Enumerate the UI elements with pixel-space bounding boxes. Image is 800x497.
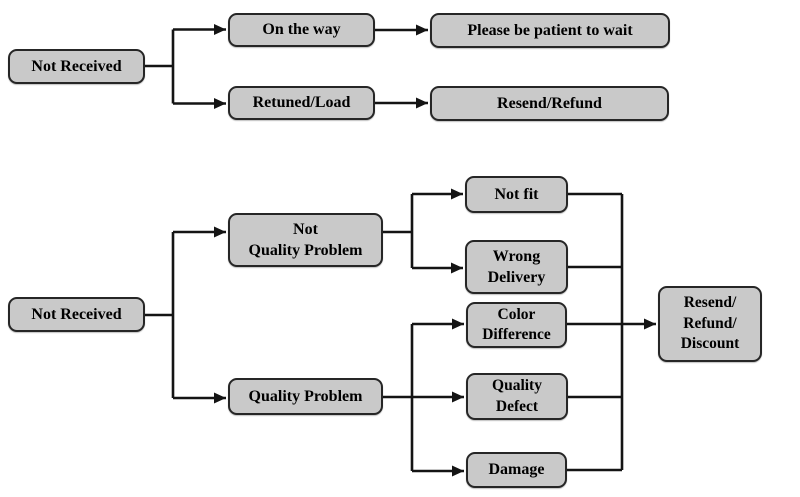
node-not-received-bottom: Not Received bbox=[8, 297, 145, 332]
node-resend-refund-discount: Resend/ Refund/ Discount bbox=[658, 286, 762, 362]
node-label: Not Received bbox=[31, 305, 122, 323]
node-not-quality-problem: Not Quality Problem bbox=[228, 213, 383, 267]
node-label: Resend/ Refund/ Discount bbox=[680, 294, 740, 353]
node-not-fit: Not fit bbox=[465, 176, 568, 213]
node-label: Quality Defect bbox=[492, 377, 542, 415]
node-label: Color Difference bbox=[482, 305, 551, 343]
node-retuned-load: Retuned/Load bbox=[228, 86, 375, 120]
node-label: Resend/Refund bbox=[497, 94, 602, 112]
node-label: Please be patient to wait bbox=[467, 21, 633, 39]
node-resend-refund: Resend/Refund bbox=[430, 86, 669, 121]
node-label: Damage bbox=[488, 461, 545, 479]
node-label: Quality Problem bbox=[248, 387, 363, 405]
node-on-the-way: On the way bbox=[228, 13, 375, 47]
node-label: Not Received bbox=[31, 57, 122, 75]
node-wrong-delivery: Wrong Delivery bbox=[465, 240, 568, 294]
node-label: Wrong Delivery bbox=[487, 247, 546, 286]
node-be-patient: Please be patient to wait bbox=[430, 13, 670, 48]
node-label: Not fit bbox=[494, 185, 539, 203]
node-quality-defect: Quality Defect bbox=[466, 373, 568, 420]
node-color-difference: Color Difference bbox=[466, 302, 567, 348]
node-quality-problem: Quality Problem bbox=[228, 378, 383, 415]
node-not-received-top: Not Received bbox=[8, 49, 145, 84]
node-label: Retuned/Load bbox=[252, 94, 351, 112]
node-label: Not Quality Problem bbox=[248, 220, 363, 259]
node-label: On the way bbox=[262, 21, 341, 39]
node-damage: Damage bbox=[466, 452, 567, 488]
